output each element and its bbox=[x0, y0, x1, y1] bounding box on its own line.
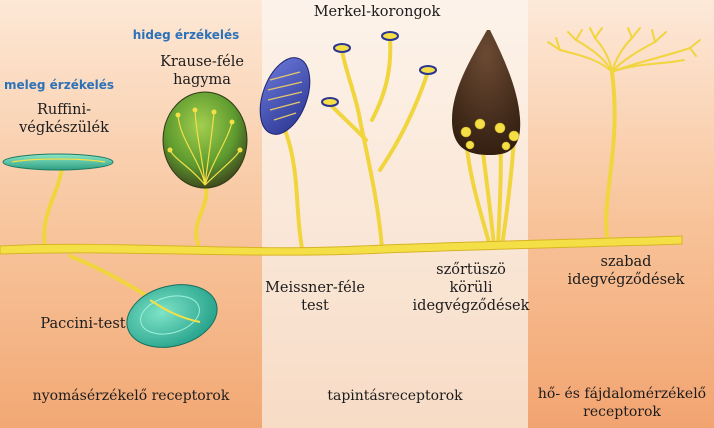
hair-follicle bbox=[452, 30, 521, 155]
meissner-corpuscle bbox=[259, 57, 311, 135]
warm-sensation-label: meleg érzékelés bbox=[4, 78, 115, 92]
ruffini-label-line1: Ruffini- bbox=[36, 102, 92, 118]
krause-bulb bbox=[162, 91, 248, 189]
paccini-corpuscle bbox=[126, 284, 218, 348]
nerve-branches bbox=[42, 36, 617, 300]
ruffini-label-line2: végkészülék bbox=[19, 120, 109, 136]
cold-sensation-label: hideg érzékelés bbox=[132, 28, 240, 42]
section-touch-receptors: tapintásreceptorok bbox=[327, 388, 463, 404]
ruffini-ending bbox=[2, 153, 114, 171]
merkel-label: Merkel-korongok bbox=[313, 4, 441, 20]
follicle-label-line1: szőrtüszö bbox=[436, 262, 506, 278]
panel-heat-pain bbox=[528, 0, 714, 428]
section-pressure-receptors: nyomásérzékelő receptorok bbox=[32, 388, 230, 404]
section-heat-pain-line1: hő- és fájdalomérzékelő bbox=[537, 386, 707, 402]
free-endings-label-line2: idegvégződések bbox=[567, 272, 685, 288]
free-nerve-endings bbox=[547, 27, 701, 73]
paccini-label: Paccini-test bbox=[40, 316, 126, 332]
free-endings-label-line1: szabad bbox=[600, 254, 652, 270]
merkel-discs bbox=[321, 31, 437, 107]
follicle-label-line2: körüli bbox=[449, 280, 493, 296]
main-nerve bbox=[0, 235, 683, 256]
section-heat-pain-line2: receptorok bbox=[583, 404, 661, 420]
krause-label-line1: Krause-féle bbox=[160, 54, 244, 70]
meissner-label-line1: Meissner-féle bbox=[265, 280, 365, 296]
meissner-label-line2: test bbox=[301, 298, 329, 314]
panel-pressure bbox=[0, 0, 262, 428]
krause-label-line2: hagyma bbox=[173, 72, 231, 88]
follicle-label-line3: idegvégződések bbox=[412, 298, 530, 314]
